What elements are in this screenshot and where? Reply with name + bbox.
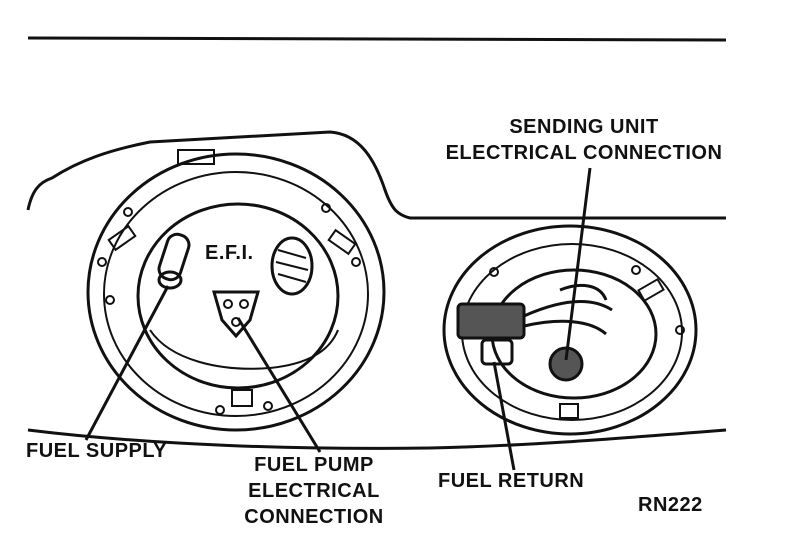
- leader-lines: [84, 167, 592, 471]
- sender-bolt: [675, 325, 685, 335]
- sending-unit-label-line2: ELECTRICAL CONNECTION: [445, 142, 723, 164]
- leader-fuel-supply: [84, 285, 170, 441]
- pump-outer-ring: [86, 152, 386, 432]
- sender-tab: [637, 277, 665, 303]
- figure-code: RN222: [638, 494, 703, 516]
- sending-unit-label-line1: SENDING UNIT: [509, 116, 659, 138]
- pump-bolt: [105, 295, 115, 305]
- tank-outline-lower: [27, 428, 727, 450]
- connector-pin: [239, 299, 249, 309]
- fuel-pump-label-line3: CONNECTION: [244, 506, 384, 528]
- pump-inner-edge: [149, 329, 339, 370]
- pump-tab-right: [327, 228, 357, 256]
- sending-unit-label: SENDING UNIT ELECTRICAL CONNECTION: [438, 114, 730, 166]
- sender-bolt: [631, 265, 641, 275]
- pump-bolt: [321, 203, 331, 213]
- sender-connector-block: [456, 302, 526, 340]
- pump-bolt: [263, 401, 273, 411]
- fuel-return-tube: [480, 338, 514, 366]
- pump-bolt: [351, 257, 361, 267]
- pump-inner-plate: [136, 202, 340, 390]
- pump-bolt: [215, 405, 225, 415]
- pump-bolt: [123, 207, 133, 217]
- tank-outline-upper: [26, 130, 726, 220]
- efi-label: E.F.I.: [205, 242, 254, 264]
- pump-lock-ring: [103, 171, 369, 417]
- pump-bolt: [97, 257, 107, 267]
- pump-tab-left: [107, 224, 137, 252]
- sender-wires: [523, 283, 613, 336]
- fuel-return-label: FUEL RETURN: [438, 470, 585, 492]
- top-rule: [27, 36, 727, 42]
- pump-tab-bottom: [231, 389, 253, 407]
- sender-bolt: [489, 267, 499, 277]
- fuel-pump-label-line2: ELECTRICAL: [248, 480, 380, 502]
- sending-unit-module: [442, 224, 698, 436]
- fuel-supply-tube: [157, 232, 191, 282]
- pump-fitting: [270, 236, 314, 296]
- fuel-supply-tube-end: [157, 270, 183, 290]
- leader-sending-unit: [564, 167, 592, 361]
- fuel-pump-label-line1: FUEL PUMP: [254, 454, 374, 476]
- fuel-pump-connection-label: FUEL PUMP ELECTRICAL CONNECTION: [228, 452, 400, 530]
- fuel-pump-module: [86, 149, 386, 432]
- pump-tab-top: [177, 149, 215, 165]
- fuel-supply-label: FUEL SUPPLY: [26, 440, 168, 462]
- leader-fuel-return: [492, 361, 516, 471]
- fuel-pump-connector: [212, 290, 260, 339]
- pump-fitting-thread: [275, 249, 309, 283]
- connector-pin: [223, 299, 233, 309]
- sender-tab: [559, 403, 579, 419]
- sender-outer-ring: [442, 224, 698, 436]
- leader-fuel-pump-connection: [236, 317, 322, 453]
